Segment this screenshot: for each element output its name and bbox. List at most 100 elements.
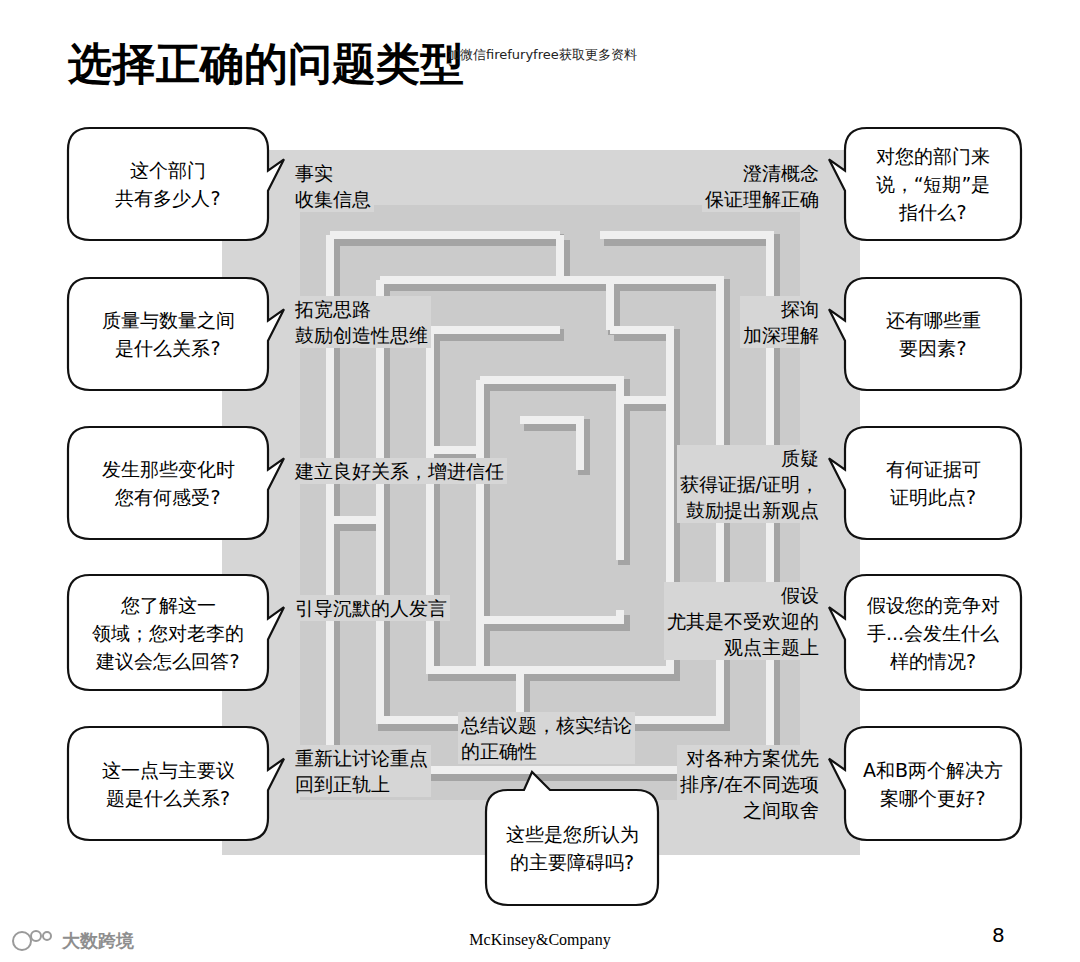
bubble-outline	[68, 427, 268, 539]
bubble-path	[68, 128, 284, 240]
category-label: 建立良好关系，增进信任	[292, 458, 507, 484]
text-line: 回到正轨上	[295, 771, 428, 797]
text-line: 证明此点?	[886, 483, 981, 511]
watermark-text: 加微信firefuryfree获取更多资料	[447, 47, 637, 63]
text-line: 鼓励提出新观点	[680, 497, 819, 523]
text-line: 之间取舍	[680, 797, 819, 823]
bubble-path	[829, 128, 1021, 240]
text-line: 加深理解	[743, 322, 819, 348]
category-label: 总结议题，核实结论 的正确性	[458, 712, 635, 764]
bubble-question: 您了解这一 领域；您对老李的 建议会怎么回答?	[92, 591, 244, 675]
category-label: 探询 加深理解	[740, 296, 822, 348]
text-line: 对各种方案优先	[680, 745, 819, 771]
text-line: 引导沉默的人发言	[295, 595, 447, 621]
text-line: 手...会发生什么	[867, 619, 1000, 647]
text-line: A和B两个解决方	[863, 756, 1003, 784]
speech-bubble: 这个部门 共有多少人?	[68, 128, 268, 240]
text-line: 获得证据/证明，	[680, 471, 819, 497]
category-label: 对各种方案优先 排序/在不同选项 之间取舍	[677, 745, 822, 823]
speech-bubble: 质量与数量之间 是什么关系?	[68, 278, 268, 390]
text-line: 对您的部门来	[876, 142, 991, 170]
text-line: 还有哪些重	[886, 306, 981, 334]
bubble-path	[68, 575, 284, 690]
bubble-question: A和B两个解决方 案哪个更好?	[863, 756, 1003, 812]
logo-icon	[13, 931, 51, 950]
text-line: 有何证据可	[886, 455, 981, 483]
text-line: 共有多少人?	[115, 184, 220, 212]
text-line: 这些是您所认为	[506, 820, 639, 848]
text-line: 大数跨境	[62, 929, 134, 953]
bubble-question: 假设您的竞争对 手...会发生什么 样的情况?	[867, 591, 1000, 675]
bubble-question: 质量与数量之间 是什么关系?	[102, 306, 235, 362]
text-line: 鼓励创造性思维	[295, 322, 428, 348]
text-line: 事实	[295, 160, 371, 186]
bubble-question: 这个部门 共有多少人?	[115, 156, 220, 212]
bubble-outline	[486, 790, 658, 905]
text-line: 案哪个更好?	[863, 784, 1003, 812]
text-line: 建议会怎么回答?	[92, 647, 244, 675]
speech-bubble: 这一点与主要议 题是什么关系?	[68, 727, 268, 840]
bubble-path	[829, 427, 1021, 539]
speech-bubble: A和B两个解决方 案哪个更好?	[845, 727, 1021, 840]
text-line: 发生那些变化时	[102, 455, 235, 483]
bubble-question: 这一点与主要议 题是什么关系?	[102, 756, 235, 812]
text-line: 建立良好关系，增进信任	[295, 458, 504, 484]
speech-bubble: 发生那些变化时 您有何感受?	[68, 427, 268, 539]
text-line: 领域；您对老李的	[92, 619, 244, 647]
speech-bubble: 有何证据可 证明此点?	[845, 427, 1021, 539]
bubble-outline	[845, 278, 1021, 390]
speech-bubble: 假设您的竞争对 手...会发生什么 样的情况?	[845, 575, 1021, 690]
speech-bubble: 对您的部门来 说，“短期”是 指什么?	[845, 128, 1021, 240]
text-line: 排序/在不同选项	[680, 771, 819, 797]
bubble-question: 对您的部门来 说，“短期”是 指什么?	[876, 142, 991, 226]
speech-bubble: 这些是您所认为 的主要障碍吗?	[486, 790, 658, 905]
text-line: 您有何感受?	[102, 483, 235, 511]
text-line: 重新让讨论重点	[295, 745, 428, 771]
bubble-question: 发生那些变化时 您有何感受?	[102, 455, 235, 511]
category-label: 引导沉默的人发言	[292, 595, 450, 621]
text-line: 质疑	[680, 445, 819, 471]
category-label: 事实 收集信息	[292, 160, 374, 212]
text-line: 8	[992, 922, 1005, 948]
bubble-path	[829, 727, 1021, 840]
text-line: 样的情况?	[867, 647, 1000, 675]
text-line: 的主要障碍吗?	[506, 848, 639, 876]
text-line: 说，“短期”是	[876, 170, 991, 198]
category-label: 假设 尤其是不受欢迎的 观点主题上	[664, 582, 822, 660]
bubble-outline	[68, 278, 268, 390]
bubble-question: 有何证据可 证明此点?	[886, 455, 981, 511]
text-line: 加微信firefuryfree获取更多资料	[447, 47, 637, 63]
text-line: 探询	[743, 296, 819, 322]
text-line: 尤其是不受欢迎的	[667, 608, 819, 634]
text-line: 总结议题，核实结论	[461, 712, 632, 738]
text-line: McKinsey&Company	[469, 930, 610, 950]
watermark-text: 大数跨境	[62, 929, 134, 953]
text-line: 收集信息	[295, 186, 371, 212]
maze-ground	[222, 150, 860, 855]
bubble-outline	[68, 128, 268, 240]
bubble-path	[829, 278, 1021, 390]
slide-title: 选择正确的问题类型	[68, 36, 464, 92]
category-label: 澄清概念 保证理解正确	[702, 160, 822, 212]
text-line: 澄清概念	[705, 160, 819, 186]
text-line: 观点主题上	[667, 634, 819, 660]
text-line: 质量与数量之间	[102, 306, 235, 334]
text-line: 这一点与主要议	[102, 756, 235, 784]
bubble-path	[68, 427, 284, 539]
bubble-outline	[68, 727, 268, 840]
bubble-path	[68, 278, 284, 390]
text-line: 拓宽思路	[295, 296, 428, 322]
text-line: 是什么关系?	[102, 334, 235, 362]
bubble-outline	[845, 727, 1021, 840]
speech-bubble: 您了解这一 领域；您对老李的 建议会怎么回答?	[68, 575, 268, 690]
bubble-question: 这些是您所认为 的主要障碍吗?	[506, 820, 639, 876]
text-line: 题是什么关系?	[102, 784, 235, 812]
text-line: 要因素?	[886, 334, 981, 362]
category-label: 质疑 获得证据/证明， 鼓励提出新观点	[677, 445, 822, 523]
text-line: 您了解这一	[92, 591, 244, 619]
bubble-path	[68, 727, 284, 840]
text-line: 的正确性	[461, 738, 632, 764]
bubble-question: 还有哪些重 要因素?	[886, 306, 981, 362]
text-line: 假设	[667, 582, 819, 608]
category-label: 拓宽思路 鼓励创造性思维	[292, 296, 431, 348]
